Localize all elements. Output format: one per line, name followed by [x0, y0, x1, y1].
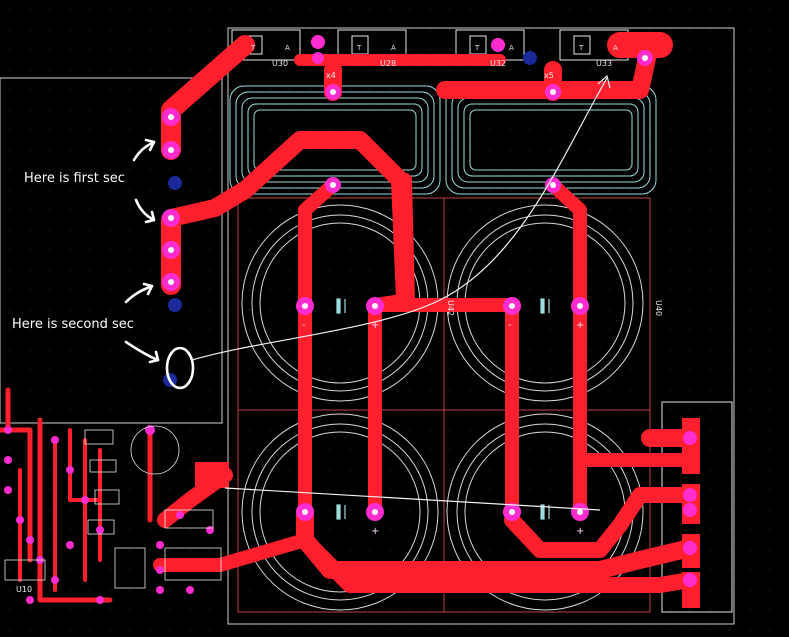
pin-label-t-2: T	[356, 44, 362, 52]
pin-label-a-3: A	[509, 44, 514, 52]
small-component-pads	[4, 425, 214, 604]
small-component-outlines	[4, 425, 222, 589]
pin-label-t-4: T	[578, 44, 584, 52]
pad-holes	[168, 55, 648, 515]
pin-label-a-4: A	[613, 44, 618, 52]
label-x4: x4	[326, 71, 336, 80]
pin-label-t-3: T	[474, 44, 480, 52]
label-u40: U40	[654, 300, 663, 316]
plus-mark-1: +	[371, 320, 379, 331]
annotation-lines	[191, 74, 611, 511]
label-u28: U28	[380, 59, 396, 68]
minus-mark-1: -	[302, 320, 306, 331]
plus-mark-4: +	[576, 526, 584, 537]
label-u30: U30	[272, 59, 288, 68]
plus-mark-2: +	[576, 320, 584, 331]
copper-traces	[0, 32, 699, 603]
label-u42: U42	[446, 300, 455, 316]
plus-mark-3: +	[371, 526, 379, 537]
annotation-second-sec: Here is second sec	[12, 317, 134, 332]
pin-label-a-1: A	[285, 44, 290, 52]
label-x5: x5	[544, 71, 554, 80]
minus-mark-2: -	[508, 320, 512, 331]
pin-label-t-1: T	[250, 44, 256, 52]
label-u33: U33	[596, 59, 612, 68]
label-u10: U10	[16, 585, 32, 594]
board-outline	[0, 27, 735, 625]
annotation-first-sec: Here is first sec	[24, 171, 125, 186]
capacitor-symbols	[336, 298, 550, 520]
blue-vias	[163, 51, 537, 387]
label-u32: U32	[490, 59, 506, 68]
annotation-arrows	[124, 138, 195, 390]
right-connector-outline	[661, 401, 733, 613]
pin-label-a-2: A	[391, 44, 396, 52]
